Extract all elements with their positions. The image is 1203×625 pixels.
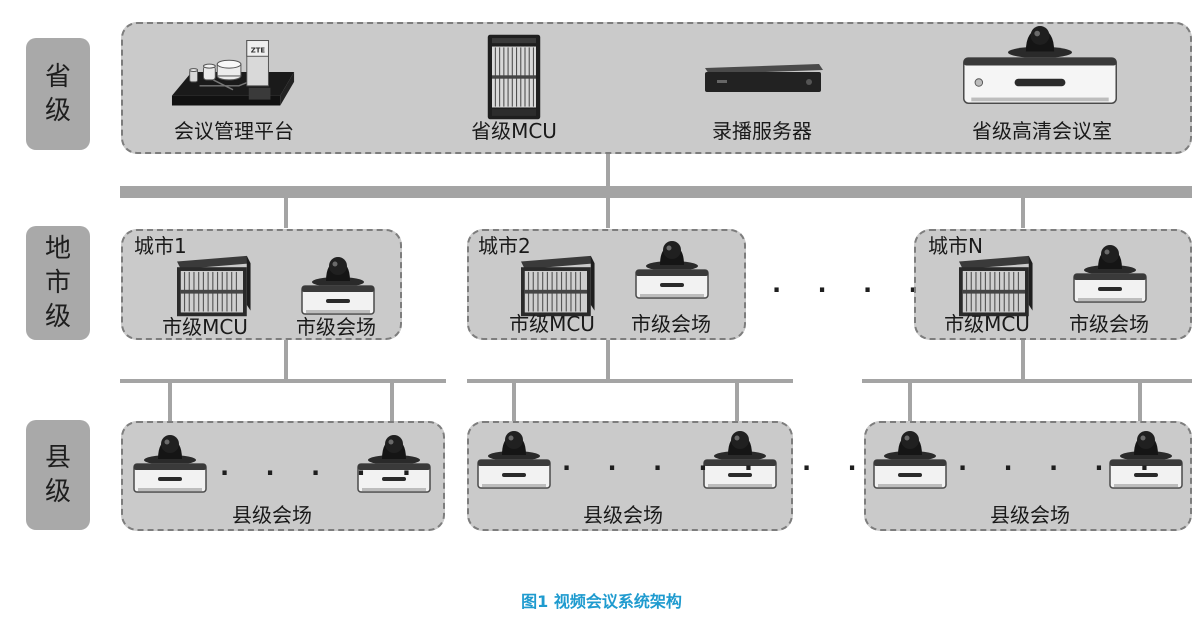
figure-caption: 图1 视频会议系统架构 <box>521 592 682 611</box>
county-bus-1 <box>120 379 446 383</box>
county-bus-2 <box>467 379 793 383</box>
city1-venue-icon <box>296 252 380 316</box>
county-bus-3 <box>862 379 1192 383</box>
backbone-bus <box>120 186 1192 198</box>
county1-label: 县级会场 <box>232 503 312 527</box>
province-device-label-2: 录播服务器 <box>712 119 812 143</box>
county2-link-a <box>512 383 516 421</box>
city2-mcu-icon <box>508 254 600 320</box>
city2-uplink <box>606 198 610 228</box>
city2-downlink <box>606 340 610 380</box>
tier-label-province: 省级 <box>26 38 90 150</box>
city1-downlink <box>284 340 288 380</box>
county2-link-b <box>735 383 739 421</box>
tier-label-city-text: 地市级 <box>44 234 71 332</box>
city1-uplink <box>284 198 288 228</box>
cityn-mcu-label: 市级MCU <box>944 312 1030 336</box>
county2-label: 县级会场 <box>583 503 663 527</box>
province-device-label-3: 省级高清会议室 <box>972 119 1112 143</box>
cityn-venue-icon <box>1068 240 1152 304</box>
county3-label: 县级会场 <box>990 503 1070 527</box>
city2-mcu-label: 市级MCU <box>509 312 595 336</box>
tier-label-city: 地市级 <box>26 226 90 340</box>
recording-server-icon <box>697 58 827 98</box>
county2-venue-icon-a <box>472 426 556 490</box>
city2-venue-label: 市级会场 <box>631 312 711 336</box>
cityn-downlink <box>1021 340 1025 380</box>
tier-label-county-text: 县级 <box>44 443 71 507</box>
province-mcu-icon <box>479 33 549 121</box>
county3-venue-icon-a <box>868 426 952 490</box>
province-drop-line <box>606 152 610 188</box>
tier-label-province-text: 省级 <box>44 62 71 126</box>
county3-ellipsis: · · · · · <box>958 454 1164 482</box>
hd-meeting-room-icon <box>960 24 1120 109</box>
city1-mcu-icon <box>164 254 256 320</box>
cityn-venue-label: 市级会场 <box>1069 312 1149 336</box>
management-platform-icon <box>170 36 298 112</box>
county3-link-a <box>908 383 912 421</box>
city-ellipsis: · · · · <box>772 276 932 304</box>
city-name-1: 城市1 <box>134 234 187 258</box>
county1-ellipsis: · · · · · <box>220 459 426 487</box>
province-device-label-1: 省级MCU <box>471 119 557 143</box>
county3-link-b <box>1138 383 1142 421</box>
cityn-uplink <box>1021 198 1025 228</box>
city-name-2: 城市2 <box>478 234 531 258</box>
county1-link-a <box>168 383 172 421</box>
province-device-label-0: 会议管理平台 <box>174 119 294 143</box>
city-name-n: 城市N <box>928 234 983 258</box>
city2-venue-icon <box>630 236 714 300</box>
city1-mcu-label: 市级MCU <box>162 315 248 339</box>
county1-link-b <box>390 383 394 421</box>
cityn-mcu-icon <box>946 254 1038 320</box>
county1-venue-icon-a <box>128 430 212 494</box>
tier-label-county: 县级 <box>26 420 90 530</box>
city1-venue-label: 市级会场 <box>296 315 376 339</box>
county2-ellipsis: · · · · · <box>562 454 768 482</box>
